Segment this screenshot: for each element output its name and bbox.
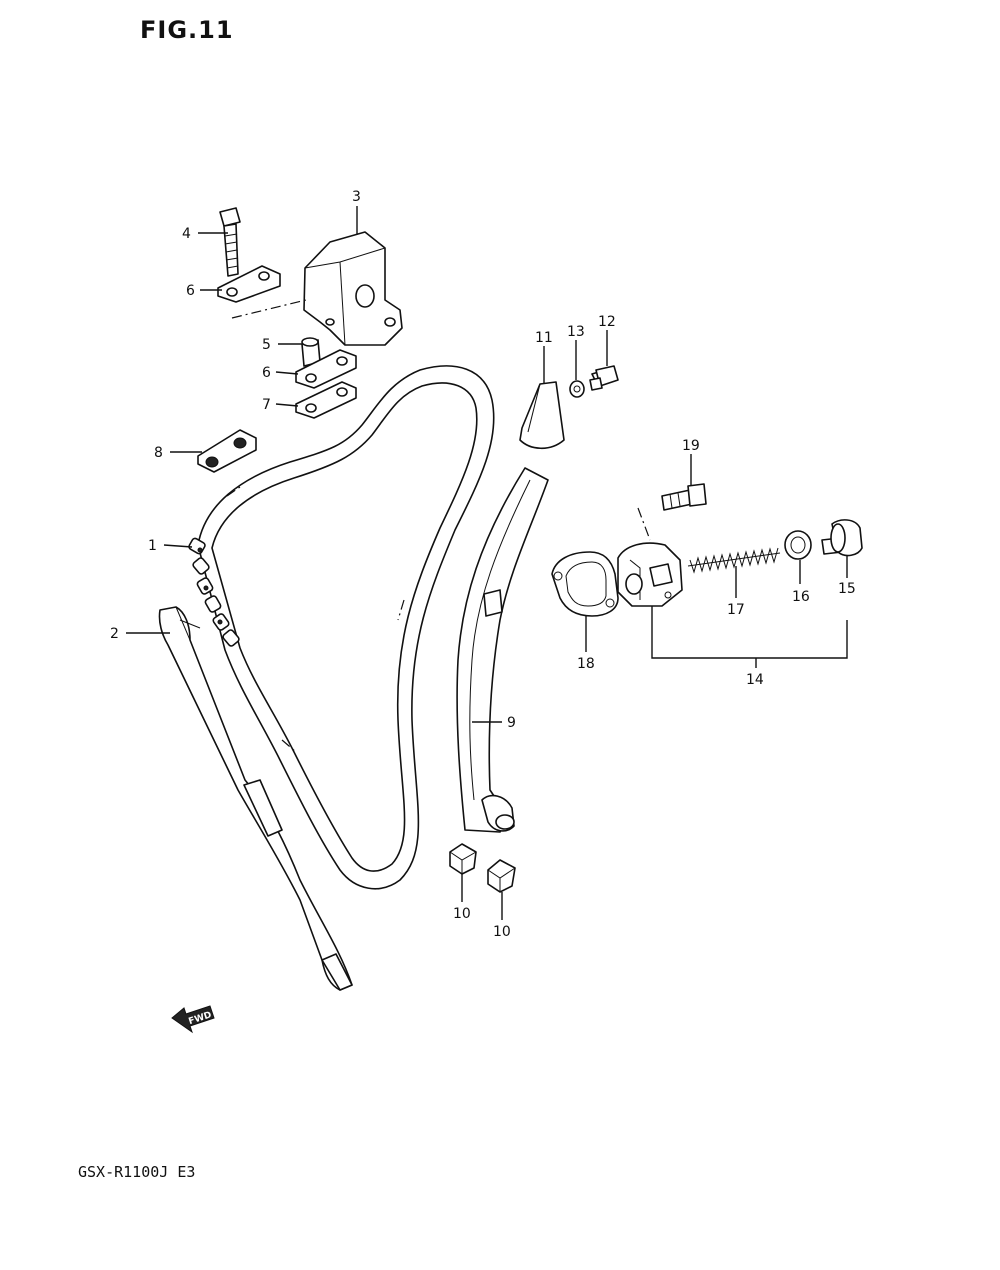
callout-18: 18 <box>577 656 595 672</box>
callout-labels: 1 2 3 4 5 6 6 7 8 9 10 10 11 12 13 14 15… <box>110 189 856 940</box>
guide-bolt <box>219 207 241 277</box>
callout-4: 4 <box>182 226 191 242</box>
chain-links <box>188 537 240 647</box>
cover-cap <box>519 381 565 450</box>
callout-6-upper: 6 <box>186 283 195 299</box>
callout-5: 5 <box>262 337 271 353</box>
tensioner-gasket <box>551 551 619 617</box>
callout-7: 7 <box>262 397 271 413</box>
callout-17: 17 <box>727 602 745 618</box>
callout-8: 8 <box>154 445 163 461</box>
washer <box>569 380 585 398</box>
callout-10-right: 10 <box>493 924 511 940</box>
callout-19: 19 <box>682 438 700 454</box>
fwd-arrow-icon: FWD <box>171 1005 215 1034</box>
guide-plate-side <box>197 429 257 473</box>
callout-13: 13 <box>567 324 585 340</box>
cap-bolt <box>589 365 619 391</box>
callout-15: 15 <box>838 581 856 597</box>
figure-title: FIG.11 <box>140 16 234 44</box>
callout-2: 2 <box>110 626 119 642</box>
upper-chain-guide <box>231 231 403 346</box>
callout-12: 12 <box>598 314 616 330</box>
model-code: GSX-R1100J E3 <box>78 1163 196 1181</box>
tensioner-body <box>617 542 683 607</box>
callout-10-left: 10 <box>453 906 471 922</box>
tensioner-washer <box>784 530 812 560</box>
callout-leaders <box>126 206 848 920</box>
tensioner-spring <box>687 547 781 574</box>
callout-14: 14 <box>746 672 764 688</box>
callout-3: 3 <box>352 189 361 205</box>
tensioner-plunger <box>821 519 863 557</box>
callout-6-lower: 6 <box>262 365 271 381</box>
cam-chain-guide <box>456 467 549 833</box>
callout-9: 9 <box>507 715 516 731</box>
guide-plate-upper <box>217 265 281 303</box>
cam-chain <box>188 365 495 890</box>
chain-tensioner-guide <box>158 606 353 991</box>
guide-plate-middle <box>295 349 357 389</box>
damper-blocks <box>449 843 516 893</box>
guide-plate-lower <box>295 381 357 419</box>
callout-11: 11 <box>535 330 553 346</box>
callout-16: 16 <box>792 589 810 605</box>
callout-1: 1 <box>148 538 157 554</box>
tensioner-bolt <box>637 483 707 541</box>
guide-bush <box>301 337 321 367</box>
